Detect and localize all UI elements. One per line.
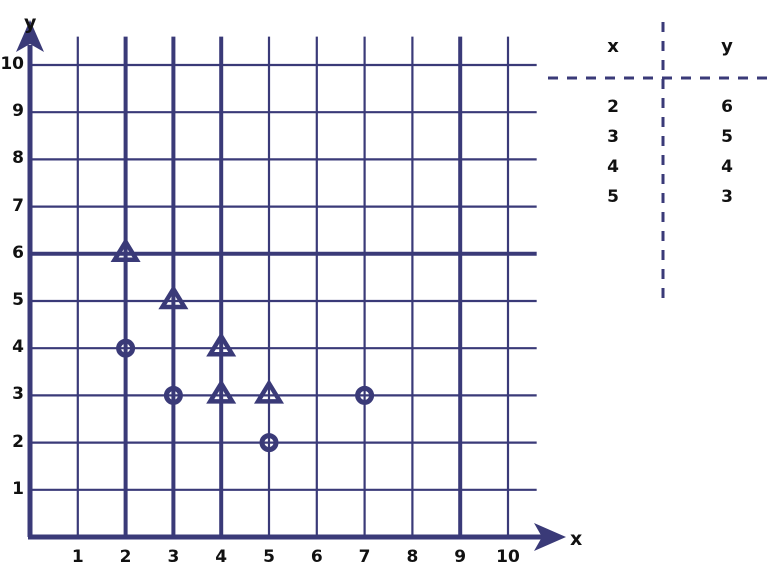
x-tick-label-7: 7: [358, 547, 371, 567]
y-tick-label-9: 9: [12, 101, 24, 122]
x-tick-label-6: 6: [310, 547, 323, 567]
x-axis-arrow-icon: [534, 523, 566, 551]
marker-triangle-4-3[interactable]: [206, 379, 237, 404]
x-tick-label-5: 5: [263, 547, 275, 567]
table-cell-r1-c1: 5: [721, 127, 733, 147]
y-tick-label-8: 8: [12, 148, 24, 169]
x-tick-label-1: 1: [71, 547, 84, 567]
y-tick-label-1: 1: [12, 478, 24, 499]
table-cell-r3-c0: 5: [607, 187, 619, 207]
x-tick-label-4: 4: [215, 547, 228, 567]
marker-circle-3-3[interactable]: [163, 385, 183, 405]
x-tick-label-8: 8: [406, 547, 419, 567]
x-tick-label-10: 10: [496, 547, 520, 567]
y-tick-label-6: 6: [12, 242, 24, 263]
y-tick-label-2: 2: [12, 431, 24, 452]
table-cell-r1-c0: 3: [607, 127, 619, 147]
y-tick-label-7: 7: [12, 195, 24, 216]
y-tick-label-4: 4: [12, 337, 24, 358]
y-tick-label-3: 3: [12, 384, 24, 405]
marker-triangle-4-4[interactable]: [206, 331, 237, 357]
x-tick-label-3: 3: [167, 547, 180, 567]
y-tick-label-5: 5: [12, 290, 24, 310]
table-cell-r0-c0: 2: [607, 97, 619, 117]
y-tick-label-10: 10: [0, 54, 24, 74]
marker-triangle-2-6[interactable]: [110, 237, 141, 263]
marker-triangle-3-5[interactable]: [158, 284, 189, 310]
marker-triangle-5-3[interactable]: [253, 379, 285, 404]
x-tick-label-2: 2: [119, 547, 132, 567]
y-axis-label: y: [24, 12, 37, 34]
table-header-x: x: [607, 36, 619, 57]
marker-circle-2-4[interactable]: [116, 338, 136, 358]
table-cell-r3-c1: 3: [721, 187, 733, 207]
x-axis-label: x: [570, 528, 583, 550]
marker-circle-5-2[interactable]: [259, 433, 279, 453]
y-axis-arrow-icon: [16, 20, 44, 52]
marker-circle-7-3[interactable]: [355, 385, 375, 405]
table-cell-r2-c1: 4: [721, 157, 733, 177]
table-cell-r2-c0: 4: [607, 157, 619, 177]
table-cell-r0-c1: 6: [721, 97, 733, 117]
x-tick-label-9: 9: [454, 547, 467, 567]
table-header-y: y: [721, 36, 733, 57]
